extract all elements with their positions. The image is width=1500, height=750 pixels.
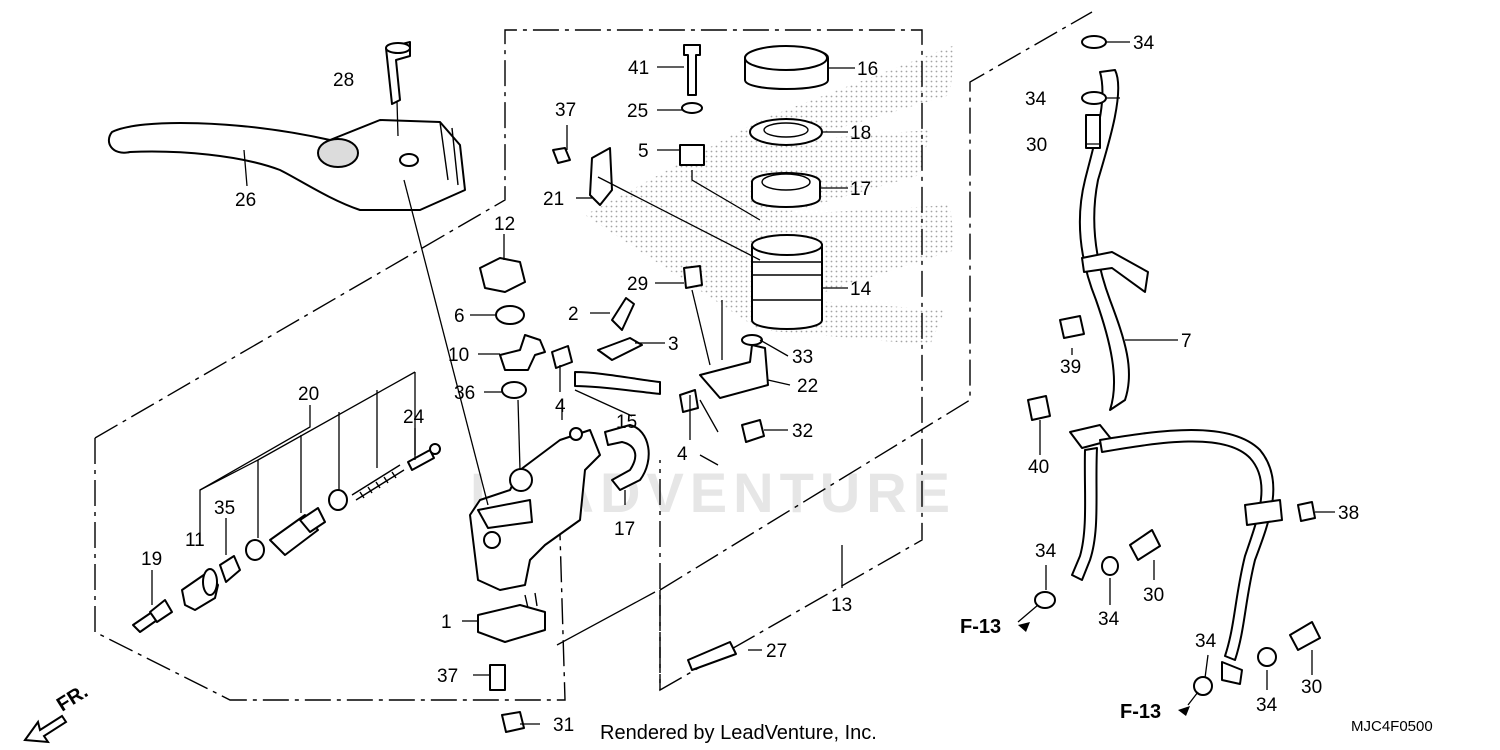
callout-6: 6 (454, 306, 465, 327)
pivot-bolt (385, 41, 411, 105)
callout-3: 3 (668, 334, 679, 355)
callout-25: 25 (627, 101, 648, 122)
callout-36: 36 (454, 383, 475, 404)
callout-11: 11 (185, 530, 205, 551)
callout-40: 40 (1028, 457, 1049, 478)
callout-2: 2 (568, 304, 579, 325)
front-direction: FR. (23, 681, 92, 744)
callout-34-lower-right: 34 (1256, 695, 1278, 716)
callout-34-mid: 34 (1098, 609, 1120, 630)
callout-32: 32 (792, 421, 813, 442)
callout-38: 38 (1338, 503, 1359, 524)
callout-22: 21 (543, 189, 564, 210)
callout-39: 39 (1060, 357, 1081, 378)
reservoir-tank (751, 234, 823, 330)
f13-label-left: F-13 (960, 616, 1001, 638)
callout-1: 1 (441, 612, 452, 633)
callout-labels: 28 26 12 6 10 36 20 24 35 11 19 1 37 31 … (141, 33, 1359, 736)
drawing-code: MJC4F0500 (1351, 718, 1433, 735)
callout-30-lower: 30 (1301, 677, 1322, 698)
callout-21: 20 (298, 384, 319, 405)
callout-23: 22 (797, 376, 818, 397)
callout-24: 24 (403, 407, 425, 428)
reservoir-cap-stack (744, 45, 829, 208)
fr-arrow-icon (23, 714, 68, 744)
brake-lever (107, 119, 466, 211)
callout-29: 29 (627, 274, 648, 295)
callout-17: 17 (614, 519, 635, 540)
f13-label-right: F-13 (1120, 701, 1161, 723)
piston-assembly (132, 443, 441, 633)
callout-41: 41 (628, 58, 649, 79)
callout-7: 7 (1181, 331, 1192, 352)
bleeder-and-plate (597, 297, 643, 361)
banjo-hardware (1027, 35, 1321, 696)
callout-34-lower-left: 34 (1195, 631, 1217, 652)
callout-14: 14 (850, 279, 872, 300)
handlebar-clamp (604, 424, 650, 491)
fr-label: FR. (53, 681, 92, 717)
reservoir-hose (551, 345, 699, 413)
callout-10: 10 (448, 345, 469, 366)
brake-hose-lower (1069, 424, 1283, 685)
callout-15: 15 (616, 412, 637, 433)
render-credit: Rendered by LeadVenture, Inc. (600, 722, 877, 744)
callout-18: 17 (850, 179, 871, 200)
small-hardware (489, 44, 769, 733)
callout-26: 26 (235, 190, 256, 211)
callout-5: 5 (638, 141, 649, 162)
brake-switch (477, 592, 546, 643)
callout-35: 35 (214, 498, 235, 519)
callout-34-second: 34 (1025, 89, 1047, 110)
callout-4-right: 4 (677, 444, 688, 465)
callout-19: 18 (850, 123, 871, 144)
callout-12: 12 (494, 214, 515, 235)
callout-37-upper: 37 (555, 100, 576, 121)
callout-37-lower: 37 (437, 666, 458, 687)
callout-33: 33 (792, 347, 813, 368)
callout-16: 16 (857, 59, 878, 80)
f13-arrow-right (1178, 706, 1190, 716)
callout-4-left: 4 (555, 396, 566, 417)
f13-references: F-13 F-13 (960, 616, 1190, 723)
callout-30-top: 30 (1026, 135, 1047, 156)
group-boundaries (94, 11, 1093, 701)
leader-lines (151, 41, 1335, 725)
brake-hose-upper (1078, 69, 1149, 411)
callout-27: 27 (766, 641, 787, 662)
master-cylinder-body (469, 427, 601, 591)
callout-34-left: 34 (1035, 541, 1057, 562)
callout-13: 13 (831, 595, 852, 616)
callout-31: 31 (553, 715, 574, 736)
callout-28: 28 (333, 70, 354, 91)
reservoir-hose-fittings (479, 257, 546, 399)
f13-arrow-left (1018, 622, 1030, 632)
callout-20: 19 (141, 549, 162, 570)
callout-30-mid: 30 (1143, 585, 1164, 606)
callout-34-top: 34 (1133, 33, 1155, 54)
